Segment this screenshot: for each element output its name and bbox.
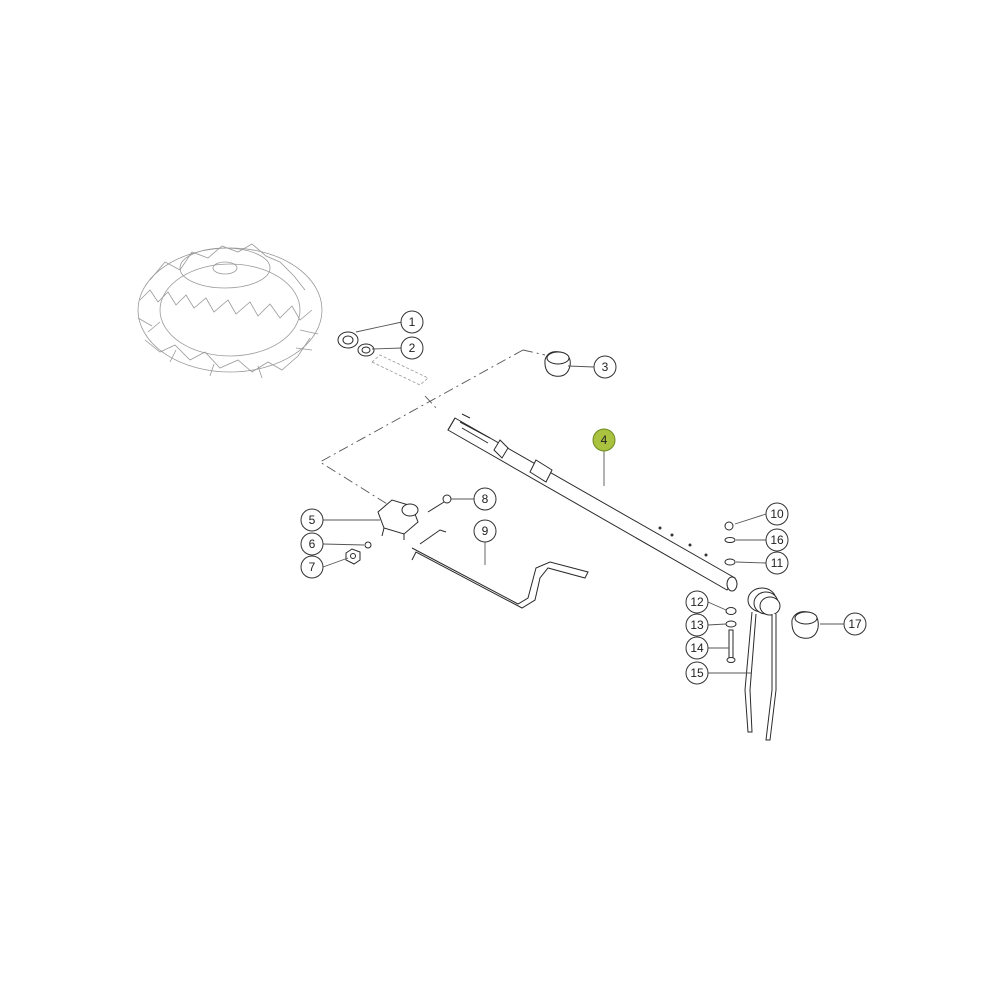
callout-label: 11 [771,556,784,570]
part-washer-13 [725,620,737,628]
callout-11[interactable]: 11 [765,551,789,575]
rotor-sprocket-assembly [137,243,323,379]
part-nut-top [724,521,734,531]
part-nut [345,548,361,565]
callout-2[interactable]: 2 [400,336,424,360]
callout-7[interactable]: 7 [300,555,324,579]
callout-10[interactable]: 10 [765,502,789,526]
part-spring-tine [744,587,781,741]
callout-16[interactable]: 16 [765,528,789,552]
callout-label: 6 [309,537,316,551]
callout-label: 2 [409,341,416,355]
part-bent-rod [411,529,589,609]
callout-label: 13 [690,618,704,632]
callout-label: 4 [601,433,608,447]
callout-label: 8 [482,492,489,506]
callout-3[interactable]: 3 [593,355,617,379]
callout-17[interactable]: 17 [843,612,867,636]
callout-label: 16 [770,533,784,547]
part-end-cap-top [544,351,571,377]
callout-4[interactable]: 4 [592,428,616,452]
part-spacer-11 [724,558,736,566]
leader-lines [322,321,844,674]
part-bracket [377,499,419,540]
callout-label: 1 [409,315,416,329]
callout-label: 14 [690,641,704,655]
callout-label: 3 [602,360,609,374]
part-bolt-14 [726,629,736,663]
callout-1[interactable]: 1 [400,310,424,334]
callout-14[interactable]: 14 [685,636,709,660]
part-ring [357,343,375,357]
part-nut-12 [725,607,737,615]
part-end-cap-bottom [791,611,819,639]
part-coupling-sleeve [371,354,429,386]
callout-13[interactable]: 13 [685,613,709,637]
part-shaft [447,413,738,592]
callout-15[interactable]: 15 [685,661,709,685]
callout-label: 10 [770,507,784,521]
callout-label: 5 [309,513,316,527]
callout-8[interactable]: 8 [473,487,497,511]
callout-label: 12 [690,595,704,609]
callout-label: 17 [848,617,862,631]
callout-5[interactable]: 5 [300,508,324,532]
part-washer-16 [724,537,736,543]
callout-label: 7 [309,560,316,574]
callout-label: 15 [690,666,704,680]
callout-6[interactable]: 6 [300,532,324,556]
part-washer-small [364,541,372,549]
part-bushing [337,331,359,349]
callout-label: 9 [482,524,489,538]
callout-9[interactable]: 9 [473,519,497,543]
part-bolt [427,494,452,513]
callout-12[interactable]: 12 [685,590,709,614]
assembly-guide-lines [319,337,546,513]
